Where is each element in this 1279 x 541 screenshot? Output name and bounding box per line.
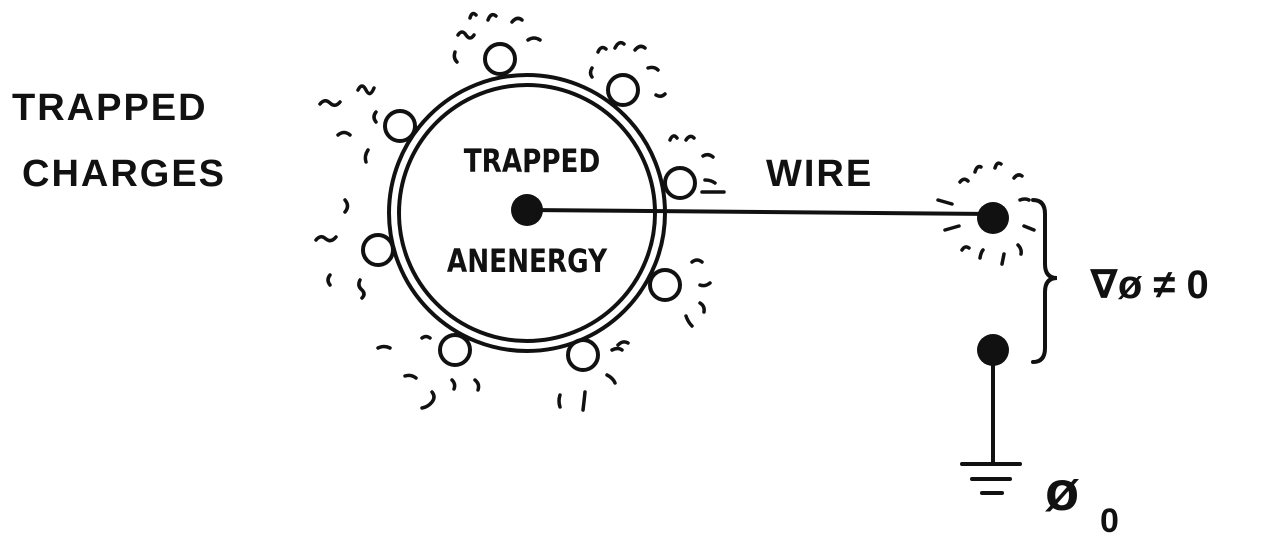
trapped-charges-label-line1: TRAPPED <box>12 87 208 129</box>
ground-symbol-icon <box>962 464 1020 493</box>
trapped-charge <box>608 75 638 105</box>
trapped-charge <box>485 44 515 74</box>
sphere-label-line1: TRAPPED <box>464 142 601 179</box>
trapped-charge <box>385 111 415 141</box>
trapped-charge <box>665 168 695 198</box>
trapped-charges-label-line2: CHARGES <box>22 153 226 195</box>
wire-label: WIRE <box>766 153 873 195</box>
trapped-charge <box>363 235 393 265</box>
trapped-charge <box>568 340 598 370</box>
sphere-label-line2: ANENERGY <box>447 242 608 279</box>
ground-potential-symbol: ø <box>1045 459 1079 522</box>
wire-line <box>527 210 993 214</box>
ground-potential-subscript: 0 <box>1100 502 1119 540</box>
wire-end-node <box>977 202 1009 234</box>
trapped-charge <box>440 335 470 365</box>
potential-difference-brace <box>1033 200 1057 362</box>
gradient-label: ∇ø ≠ 0 <box>1090 263 1209 307</box>
trapped-charge <box>650 270 680 300</box>
